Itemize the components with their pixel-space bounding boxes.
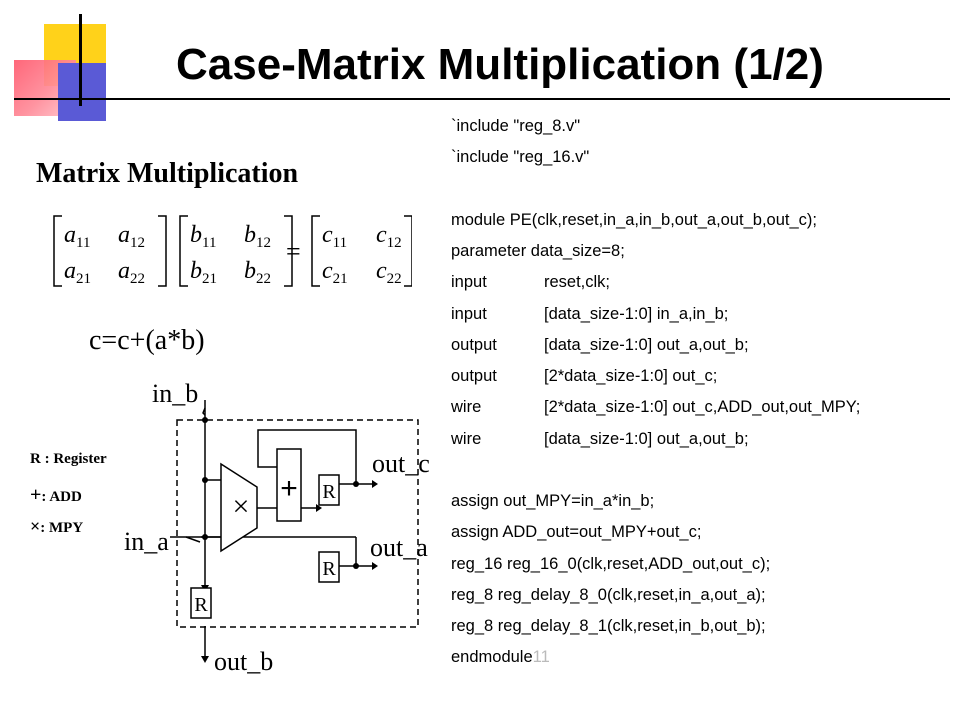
label-out-c: out_c — [372, 449, 430, 478]
label-out-b: out_b — [214, 647, 273, 676]
formula: c=c+(a*b) — [89, 325, 205, 356]
matrix-entry-b21: b21 — [190, 258, 217, 287]
decor-vertical-line — [79, 14, 82, 106]
pe-boundary — [176, 419, 419, 628]
pe-diagram: × + R R R in_b in_a out_c out_a out_b — [124, 380, 430, 676]
section-title: Matrix Multiplication — [36, 158, 299, 189]
label-out-a: out_a — [370, 533, 428, 562]
code-line: assign ADD_out=out_MPY+out_c; — [451, 523, 702, 542]
matrix-entry-a11: a11 — [64, 222, 90, 251]
code-line: `include "reg_16.v" — [451, 148, 590, 167]
matrix-entry-c12: c12 — [376, 222, 402, 251]
matrix-entry-a21: a21 — [64, 258, 91, 287]
code-line: wire[2*data_size-1:0] out_c,ADD_out,out_… — [451, 398, 861, 417]
code-line: parameter data_size=8; — [451, 242, 625, 260]
matrix-entry-c22: c22 — [376, 258, 402, 287]
matrix-entry-a12: a12 — [118, 222, 145, 251]
adder-block — [276, 448, 302, 522]
adder-symbol: + — [280, 472, 298, 505]
multiplier-block — [220, 462, 258, 553]
matrix-entry-c21: c21 — [322, 258, 348, 287]
matrix-entry-b22: b22 — [244, 258, 271, 287]
register-out-c — [318, 474, 340, 506]
title-underline — [14, 98, 950, 100]
slide-title: Case-Matrix Multiplication (1/2) — [176, 40, 824, 89]
code-line: output[2*data_size-1:0] out_c; — [451, 367, 718, 385]
register-out-b — [190, 587, 212, 619]
code-line: wire[data_size-1:0] out_a,out_b; — [451, 429, 749, 448]
svg-text:R: R — [322, 558, 336, 580]
code-line: `include "reg_8.v" — [451, 117, 581, 135]
legend-mpy: ×: MPY — [30, 516, 84, 536]
code-line: reg_16 reg_16_0(clk,reset,ADD_out,out_c)… — [451, 554, 771, 573]
code-line: reg_8 reg_delay_8_1(clk,reset,in_b,out_b… — [451, 617, 766, 635]
matrix-equation: a11 a12 a21 a22 b11 b12 b21 b22 c11 c12 c21 c22 = — [53, 215, 412, 287]
code-line: input[data_size-1:0] in_a,in_b; — [451, 304, 729, 323]
decor-square-blue — [58, 63, 106, 121]
matrix-entry-c11: c11 — [322, 222, 347, 251]
legend-register: R : Register — [30, 451, 107, 467]
code-line: reg_8 reg_delay_8_0(clk,reset,in_a,out_a… — [451, 585, 766, 604]
code-line: assign out_MPY=in_a*in_b; — [451, 492, 655, 510]
matrix-entry-a22: a22 — [118, 258, 145, 287]
svg-text:R: R — [194, 594, 208, 616]
slide-number-mark: 11 — [532, 648, 550, 667]
register-out-a — [318, 551, 340, 583]
code-line: output[data_size-1:0] out_a,out_b; — [451, 335, 749, 354]
matrix-entry-b12: b12 — [244, 222, 271, 251]
code-line: endmodule11 — [451, 648, 550, 667]
code-line: module PE(clk,reset,in_a,in_b,out_a,out_… — [451, 210, 817, 229]
equals-sign: = — [286, 237, 301, 266]
svg-text:R: R — [322, 481, 336, 503]
label-in-b: in_b — [152, 380, 198, 408]
matrix-entry-b11: b11 — [190, 222, 216, 251]
multiplier-symbol: × — [233, 490, 250, 523]
label-in-a: in_a — [124, 527, 169, 556]
legend-add: +: ADD — [30, 484, 82, 506]
